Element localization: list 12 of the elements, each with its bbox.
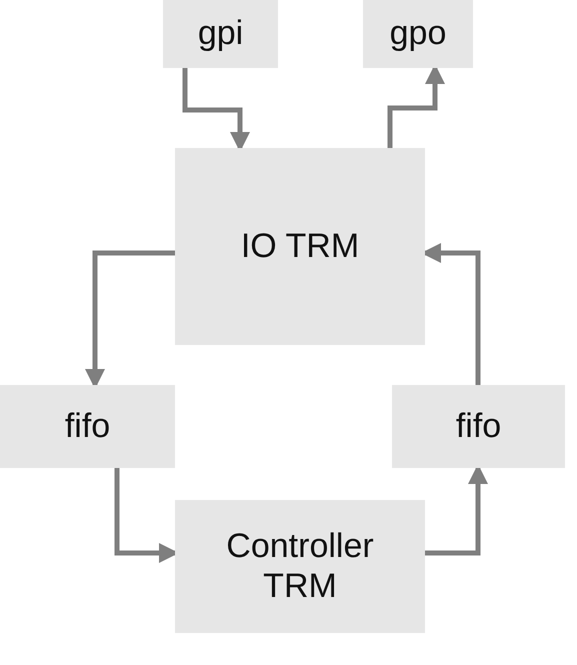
box-label: gpi (196, 14, 244, 54)
box-label: Controller TRM (225, 527, 375, 606)
process-box (175, 500, 425, 633)
box-label: gpo (388, 14, 448, 54)
input-box (163, 0, 278, 68)
box-label: fifo (454, 406, 502, 446)
box-label: fifo (64, 406, 112, 446)
queue-box (0, 385, 175, 468)
output-box (363, 0, 473, 68)
queue-box (392, 385, 565, 468)
process-box (175, 148, 425, 345)
box-label: IO TRM (240, 226, 360, 266)
